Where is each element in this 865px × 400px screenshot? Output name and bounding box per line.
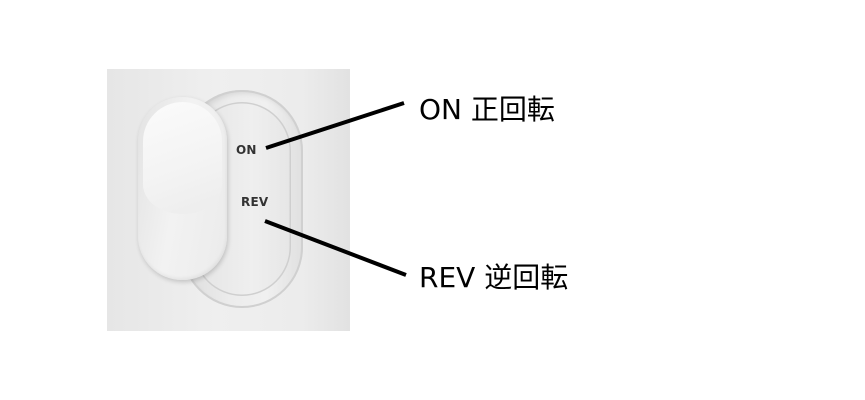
- switch-on-mark: ON: [236, 143, 257, 157]
- switch-rev-mark: REV: [241, 195, 269, 209]
- switch-product-photo: ON REV: [107, 69, 350, 331]
- on-leader-line: [265, 101, 405, 150]
- rocker-switch-upper-face: [143, 102, 222, 214]
- rev-callout-label: REV 逆回転: [419, 261, 569, 294]
- rev-leader-line: [264, 219, 407, 277]
- rocker-switch[interactable]: [138, 97, 227, 280]
- on-callout-label: ON 正回転: [419, 93, 555, 126]
